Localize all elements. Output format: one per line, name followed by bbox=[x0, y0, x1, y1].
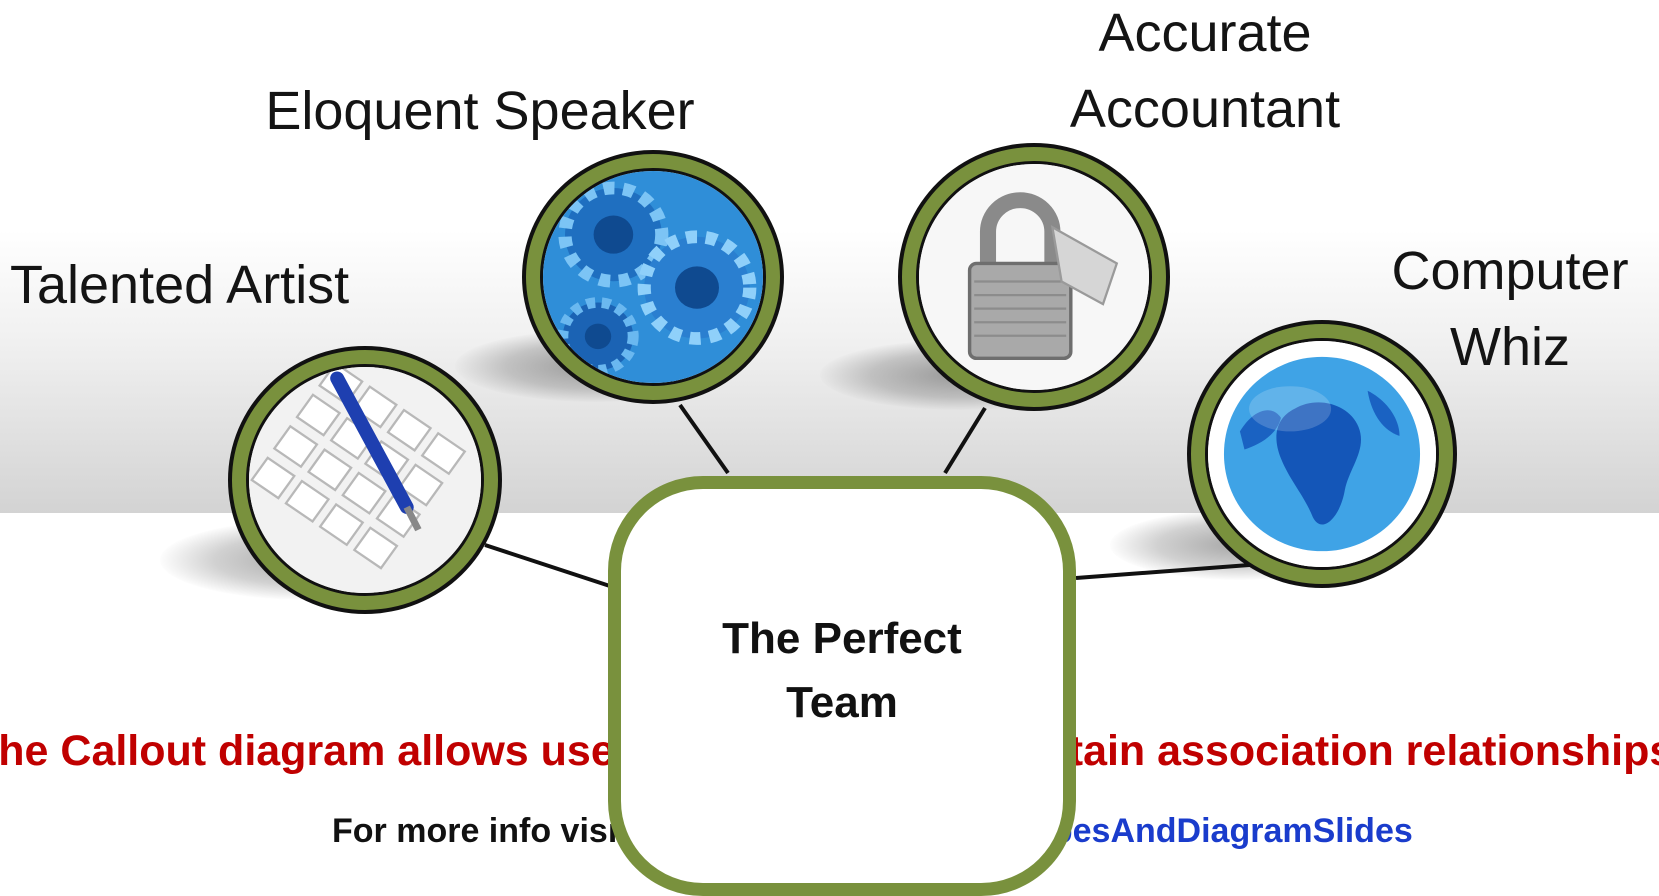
node-label-computer-whiz: Computer Whiz bbox=[1391, 241, 1629, 377]
node-label-eloquent-speaker: Eloquent Speaker bbox=[265, 81, 695, 141]
node-label-accurate-accountant: Accurate Accountant bbox=[1069, 3, 1341, 139]
connector-line bbox=[484, 543, 623, 592]
calendar-pen-image bbox=[246, 364, 484, 596]
node-label-talented-artist: Talented Artist bbox=[10, 255, 350, 315]
connector-line bbox=[678, 403, 730, 475]
padlock-image bbox=[916, 161, 1152, 393]
gears-image bbox=[540, 168, 766, 386]
more-info-prefix: For more info visit bbox=[332, 812, 639, 850]
connector-line bbox=[943, 406, 987, 475]
node-talented-artist bbox=[228, 346, 502, 614]
center-box: The Perfect Team bbox=[608, 476, 1076, 896]
node-computer-whiz bbox=[1187, 320, 1457, 588]
node-accurate-accountant bbox=[898, 143, 1170, 411]
center-label: The Perfect Team bbox=[722, 614, 962, 727]
globe-image bbox=[1205, 338, 1439, 570]
node-eloquent-speaker bbox=[522, 150, 784, 404]
